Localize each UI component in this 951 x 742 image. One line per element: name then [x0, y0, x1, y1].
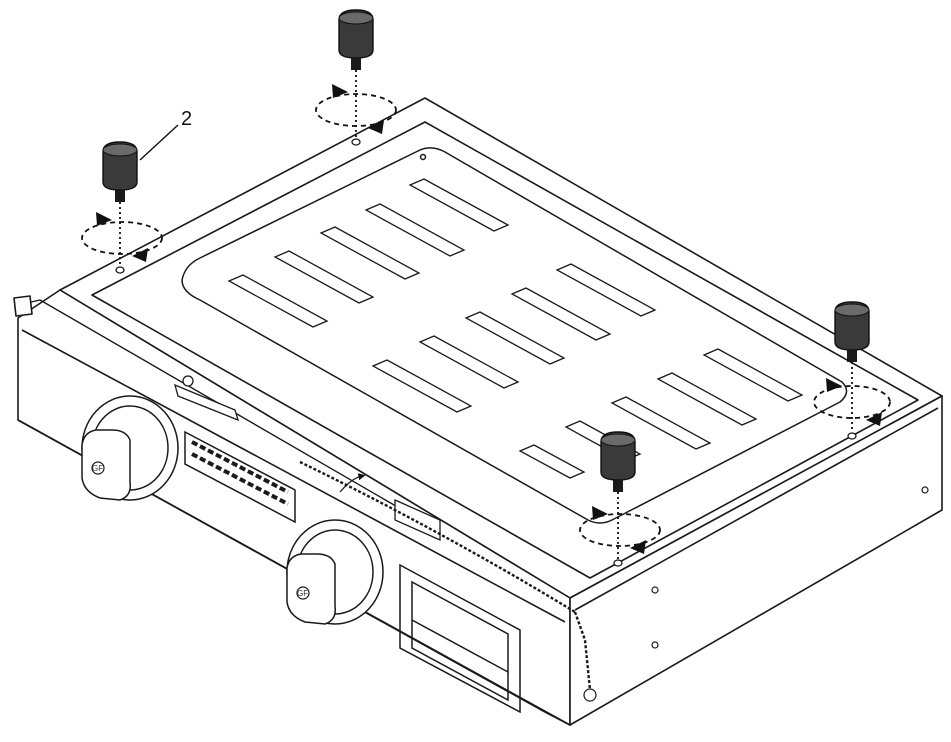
hinge-bracket: [174, 375, 441, 542]
vent-slots: [227, 178, 804, 479]
rotate-arrow-icon: [315, 70, 397, 138]
rivet-holes: [651, 486, 929, 649]
rubber-foot-icon: [102, 141, 138, 202]
rubber-foot-icon: [600, 431, 636, 492]
rotate-arrow-icon: [579, 492, 661, 560]
callout-label: 2: [181, 108, 192, 130]
control-knob-icon: [81, 395, 179, 501]
front-access-opening: [399, 563, 521, 714]
callout-2: 2: [139, 108, 192, 161]
control-knob-icon: [286, 519, 384, 625]
rubber-foot-icon: [338, 9, 374, 70]
rubber-foot-icon: [834, 301, 870, 362]
safety-chain: [299, 460, 597, 702]
knob-badge: GF: [297, 589, 308, 598]
brand-logo: [184, 430, 296, 524]
knob-badge: GF: [92, 464, 103, 473]
rotate-arrow-icon: [81, 202, 163, 266]
rotate-arrow-icon: [813, 362, 891, 432]
mounting-holes: [115, 138, 857, 567]
